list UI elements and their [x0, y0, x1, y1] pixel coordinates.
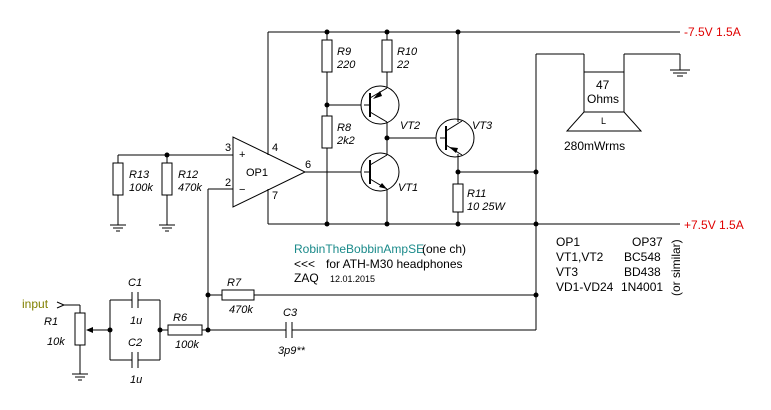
title-block: RobinTheBobbinAmpSE (one ch) <<< for ATH…: [294, 242, 466, 285]
parts-ref-2: VT3: [556, 265, 578, 279]
parts-ref-1: VT1,VT2: [556, 250, 604, 264]
opamp-op1: + − OP1 3 2 4 6 7: [225, 136, 311, 208]
parts-ref-3: VD1-VD24: [556, 280, 614, 294]
r10-value: 22: [396, 59, 409, 71]
opamp-plus-sign: +: [239, 149, 245, 161]
resistor-r7: R7 470k: [221, 277, 255, 316]
r1-value: 10k: [47, 336, 65, 348]
vt1-ref: VT1: [398, 182, 418, 194]
vt2-ref: VT2: [400, 120, 420, 132]
r13-ref: R13: [129, 169, 150, 181]
transistor-vt1: VT1: [360, 152, 418, 194]
ground-icon: [670, 69, 690, 77]
ground-icon: [72, 373, 88, 381]
speaker-impedance: 47: [596, 78, 610, 92]
date: 12.01.2015: [330, 274, 375, 284]
c2-ref: C2: [128, 337, 142, 349]
title-arrow: <<<: [294, 257, 315, 271]
capacitor-c2: C2 1u: [128, 337, 142, 386]
circuit-note: for ATH-M30 headphones: [326, 257, 463, 271]
r1-ref: R1: [44, 316, 58, 328]
input-arrow-icon: [56, 301, 66, 309]
parts-list: OP1 OP37 VT1,VT2 BC548 VT3 BD438 VD1-VD2…: [556, 235, 683, 296]
parts-value-2: BD438: [624, 265, 661, 279]
negative-rail: -7.5V 1.5A: [268, 25, 741, 39]
r6-ref: R6: [173, 312, 188, 324]
ground-icon: [159, 224, 175, 232]
r9-value: 220: [336, 59, 356, 71]
r12-ref: R12: [178, 169, 198, 181]
r7-ref: R7: [227, 277, 242, 289]
r6-value: 100k: [175, 339, 199, 351]
r8-ref: R8: [337, 122, 352, 134]
parts-value-0: OP37: [632, 235, 663, 249]
c3-value: 3p9**: [278, 345, 306, 357]
transistor-vt3: VT3: [435, 118, 493, 158]
c2-value: 1u: [130, 374, 142, 386]
resistor-r8: R8 2k2: [321, 115, 355, 149]
r11-value: 10 25W: [467, 201, 507, 213]
parts-value-3: 1N4001: [621, 280, 663, 294]
opamp-pin-7: 7: [272, 190, 278, 202]
vt3-ref: VT3: [472, 120, 493, 132]
transistor-vt2: VT2: [360, 85, 420, 132]
c3-ref: C3: [283, 307, 298, 319]
resistor-r10: R10 22: [381, 39, 418, 73]
author: ZAQ: [294, 271, 319, 285]
resistor-r11: R11 10 25W: [452, 183, 507, 213]
resistor-r12: R12 470k: [161, 162, 202, 196]
resistor-r6: R6 100k: [167, 312, 203, 351]
c1-ref: C1: [128, 277, 142, 289]
positive-rail-label: +7.5V 1.5A: [684, 218, 744, 232]
resistor-r13: R13 100k: [112, 162, 153, 196]
parts-note: (or similar): [669, 239, 683, 296]
r9-ref: R9: [337, 46, 351, 58]
potentiometer-r1: R1 10k: [44, 312, 86, 348]
input-label: input: [22, 297, 49, 311]
opamp-pin-4: 4: [272, 142, 278, 154]
opamp-pin-6: 6: [305, 159, 311, 171]
circuit-title-suffix: (one ch): [422, 242, 466, 256]
r11-ref: R11: [467, 188, 486, 200]
r10-ref: R10: [397, 46, 418, 58]
resistor-r9: R9 220: [321, 39, 356, 73]
r12-value: 470k: [178, 182, 202, 194]
capacitor-c3: C3 3p9**: [278, 307, 306, 357]
speaker-power: 280mWrms: [564, 139, 625, 153]
r7-value: 470k: [229, 304, 253, 316]
opamp-pin-2: 2: [225, 177, 231, 189]
c1-value: 1u: [130, 315, 142, 327]
negative-rail-label: -7.5V 1.5A: [684, 25, 741, 39]
parts-ref-0: OP1: [556, 235, 580, 249]
opamp-pin-3: 3: [225, 142, 231, 154]
parts-value-1: BC548: [624, 250, 661, 264]
ground-icon: [110, 224, 126, 232]
speaker-channel: L: [601, 116, 606, 126]
opamp-minus-sign: −: [239, 184, 245, 196]
circuit-title: RobinTheBobbinAmpSE: [294, 242, 424, 256]
junctions: [107, 29, 539, 333]
r8-value: 2k2: [336, 135, 355, 147]
capacitor-c1: C1 1u: [128, 277, 142, 327]
opamp-label: OP1: [246, 167, 268, 179]
r13-value: 100k: [129, 182, 153, 194]
speaker-icon: 47 Ohms L: [565, 71, 643, 132]
speaker-unit: Ohms: [587, 92, 619, 106]
positive-rail: +7.5V 1.5A: [268, 218, 744, 232]
